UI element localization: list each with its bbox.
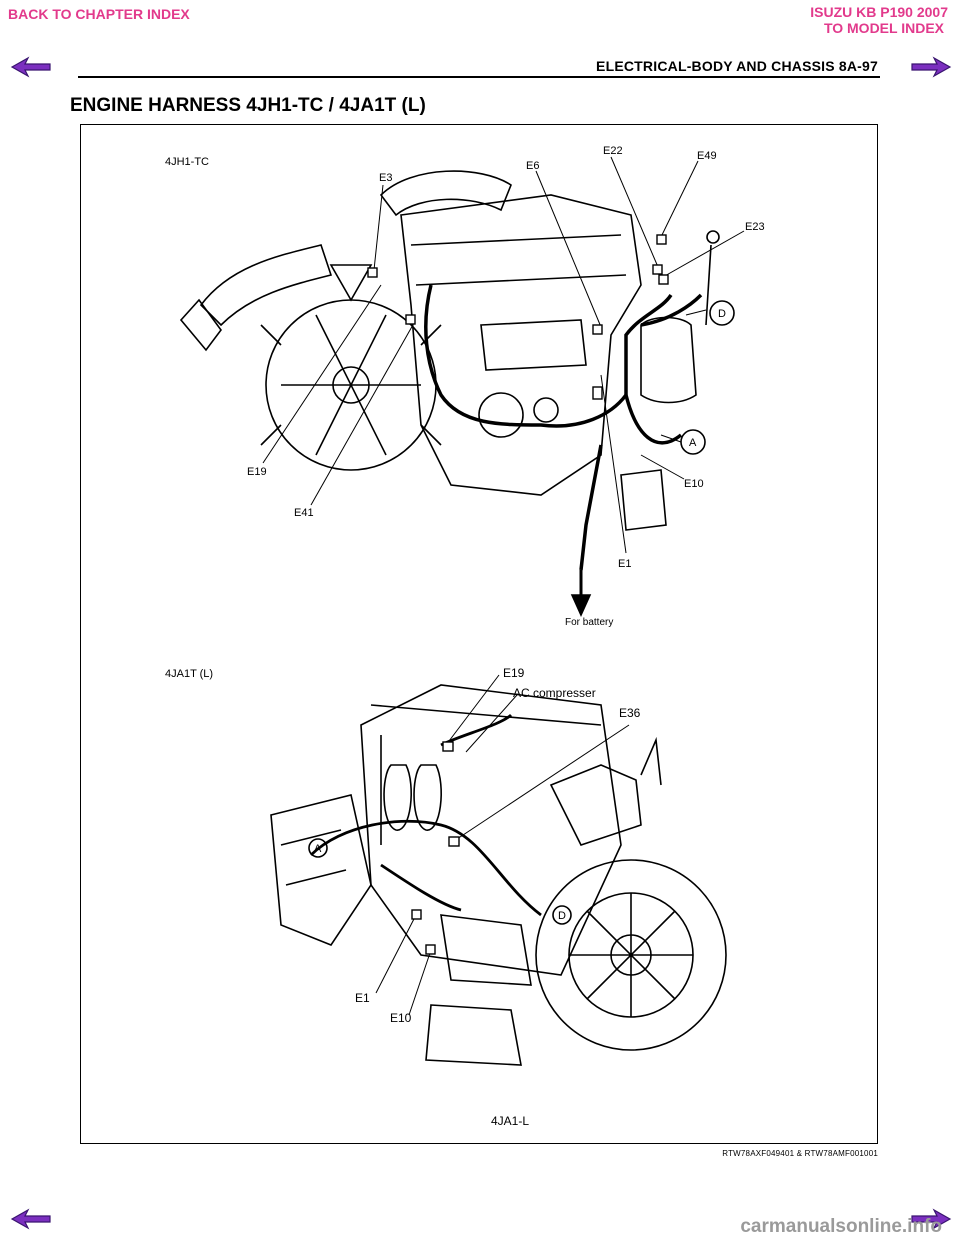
connector-label-e6: E6 xyxy=(526,160,539,172)
connector-label-e19-bottom: E19 xyxy=(503,666,525,680)
section-title: ELECTRICAL-BODY AND CHASSIS 8A-97 xyxy=(596,58,878,74)
figure-code: RTW78AXF049401 & RTW78AMF001001 xyxy=(722,1149,878,1158)
header-rule xyxy=(78,76,880,78)
battery-note: For battery xyxy=(565,617,613,628)
next-page-arrow-icon[interactable] xyxy=(910,56,952,78)
connector-label-e10-top: E10 xyxy=(684,478,704,490)
model-title: ISUZU KB P190 2007 xyxy=(810,4,948,20)
connector-label-e23: E23 xyxy=(745,221,765,233)
back-to-chapter-index-link[interactable]: BACK TO CHAPTER INDEX xyxy=(8,6,190,22)
connector-label-e41: E41 xyxy=(294,507,314,519)
to-model-index-link[interactable]: TO MODEL INDEX xyxy=(823,20,944,36)
point-label-d-bottom: D xyxy=(558,910,566,922)
engine-4ja1t-drawing xyxy=(270,684,727,1066)
ac-compresser-label: AC compresser xyxy=(513,686,596,700)
engine-label-4jh1tc: 4JH1-TC xyxy=(165,156,209,168)
connector-label-e49: E49 xyxy=(697,150,717,162)
watermark: carmanualsonline.info xyxy=(740,1216,942,1237)
connector-label-e1-top: E1 xyxy=(618,558,631,570)
point-label-d-top: D xyxy=(718,308,726,320)
connector-label-e1-bottom: E1 xyxy=(355,991,370,1005)
engine-harness-drawing: 4JH1-TC E3 E6 E22 E49 E23 E19 E41 E10 E1… xyxy=(165,145,765,1128)
figure-caption-4ja1l: 4JA1-L xyxy=(491,1114,529,1128)
connector-label-e10-bottom: E10 xyxy=(390,1011,412,1025)
engine-label-4ja1t: 4JA1T (L) xyxy=(165,668,213,680)
page-title: ENGINE HARNESS 4JH1-TC / 4JA1T (L) xyxy=(70,95,426,116)
next-page-arrow-icon[interactable] xyxy=(910,1208,952,1230)
connector-label-e36: E36 xyxy=(619,706,641,720)
prev-page-arrow-icon[interactable] xyxy=(10,56,52,78)
connector-label-e19-top: E19 xyxy=(247,466,267,478)
prev-page-arrow-icon[interactable] xyxy=(10,1208,52,1230)
connector-label-e22: E22 xyxy=(603,145,623,157)
point-label-a-top: A xyxy=(689,437,697,449)
connector-label-e3: E3 xyxy=(379,172,392,184)
point-label-a-bottom: A xyxy=(314,843,322,855)
engine-harness-figure: 4JH1-TC E3 E6 E22 E49 E23 E19 E41 E10 E1… xyxy=(80,124,878,1144)
